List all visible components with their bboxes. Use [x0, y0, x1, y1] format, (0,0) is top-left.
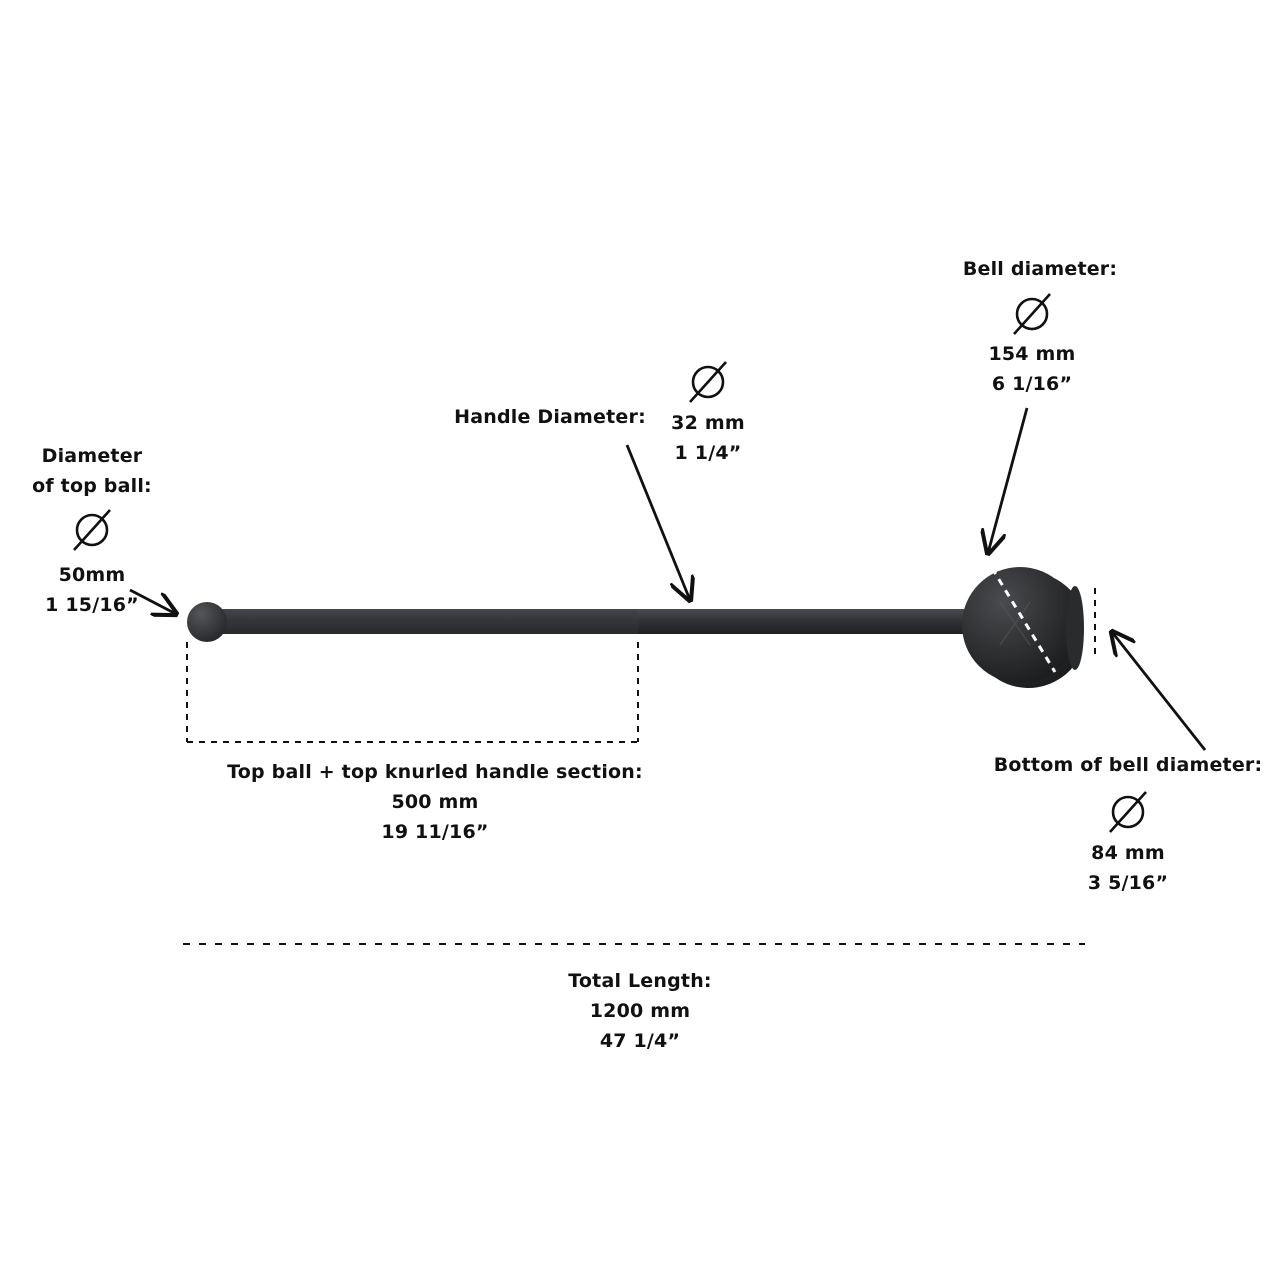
- handle-arrow: [625, 444, 690, 600]
- knurled-section-label: Top ball + top knurled handle section: 5…: [195, 757, 675, 847]
- knurled-section-imperial: 19 11/16”: [381, 821, 489, 843]
- bell-bottom-imperial: 3 5/16”: [1087, 872, 1169, 894]
- bell-imperial: 6 1/16”: [991, 373, 1073, 395]
- handle-metric: 32 mm: [671, 412, 745, 434]
- knurled-section-bracket: [186, 642, 639, 743]
- diameter-symbol-icon: [689, 361, 727, 403]
- knurled-section-metric: 500 mm: [391, 791, 479, 813]
- bell-metric: 154 mm: [988, 343, 1076, 365]
- top-ball-title-line2: of top ball:: [32, 475, 152, 497]
- handle-imperial: 1 1/4”: [674, 442, 742, 464]
- diameter-symbol-icon: [73, 509, 111, 551]
- top-ball-imperial: 1 15/16”: [45, 594, 139, 616]
- mace-bell-bottom: [1066, 586, 1084, 670]
- diameter-symbol-icon: [1109, 791, 1147, 833]
- bell-logo-mark: [999, 601, 1031, 646]
- top-ball-values: 50mm 1 15/16”: [32, 560, 152, 620]
- handle-title: Handle Diameter:: [454, 406, 646, 428]
- top-ball-arrow: [129, 588, 176, 614]
- bell-values: 154 mm 6 1/16”: [972, 339, 1092, 399]
- mace-shaft: [210, 609, 975, 634]
- total-length-label: Total Length: 1200 mm 47 1/4”: [540, 966, 740, 1056]
- diameter-symbol-icon: [1013, 293, 1051, 335]
- bell-title: Bell diameter:: [962, 258, 1118, 280]
- bell-bottom-title: Bottom of bell diameter:: [993, 754, 1263, 776]
- top-ball-title: Diameter of top ball:: [32, 441, 152, 501]
- knurled-handle-section: [220, 609, 638, 634]
- top-ball-title-line1: Diameter: [41, 445, 143, 467]
- handle-values: 32 mm 1 1/4”: [655, 408, 761, 468]
- bell-bottom-arrow: [1112, 632, 1207, 751]
- bell-bottom-values: 84 mm 3 5/16”: [1068, 838, 1188, 898]
- bell-arrow: [988, 407, 1029, 553]
- mace-bell-body: [962, 567, 1078, 683]
- top-ball-metric: 50mm: [58, 564, 126, 586]
- knurled-section-title: Top ball + top knurled handle section:: [227, 761, 643, 783]
- total-length-imperial: 47 1/4”: [599, 1030, 681, 1052]
- bell-bottom-metric: 84 mm: [1091, 842, 1165, 864]
- total-length-metric: 1200 mm: [589, 1000, 691, 1022]
- mace-top-ball: [187, 602, 227, 642]
- total-length-title: Total Length:: [568, 970, 712, 992]
